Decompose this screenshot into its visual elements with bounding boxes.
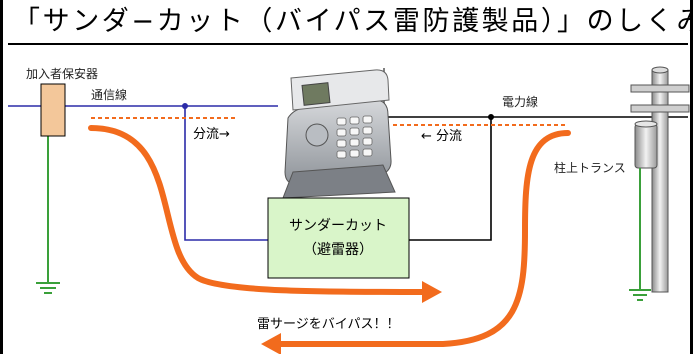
- branch-label-left: 分流→: [193, 127, 230, 142]
- title-underline: [8, 43, 688, 45]
- diagram-title: 「サンダ−カット（バイパス雷防護製品）」のしくみ: [13, 6, 693, 37]
- surge-path-left: [88, 125, 426, 295]
- surge-paths: [88, 117, 571, 354]
- lightning-bypass-diagram: サンダーカット （避雷器） 加入者保安: [8, 66, 690, 354]
- power-line-label: 電力線: [502, 94, 538, 109]
- thunder-cut-arrester: サンダーカット （避雷器）: [267, 197, 410, 279]
- telephone-image: [282, 68, 396, 199]
- bypass-message: 雷サージをバイパス！！: [257, 317, 399, 332]
- surge-arrow-left: [261, 333, 281, 354]
- pole-transformer: [634, 123, 658, 169]
- surge-path-right: [278, 130, 571, 347]
- right-ground: [629, 168, 651, 301]
- utility-pole: [630, 66, 690, 293]
- subscriber-protector: [40, 83, 66, 137]
- arrester-name: サンダーカット: [289, 218, 387, 234]
- pole-transformer-label: 柱上トランス: [554, 160, 626, 175]
- subscriber-protector-label: 加入者保安器: [26, 66, 98, 81]
- power-line: [383, 114, 688, 241]
- arrester-type: （避雷器）: [303, 242, 373, 258]
- surge-arrow-right: [422, 281, 442, 303]
- branch-label-right: ← 分流: [421, 129, 462, 144]
- left-ground: [36, 135, 60, 294]
- comm-line-label: 通信線: [91, 87, 127, 102]
